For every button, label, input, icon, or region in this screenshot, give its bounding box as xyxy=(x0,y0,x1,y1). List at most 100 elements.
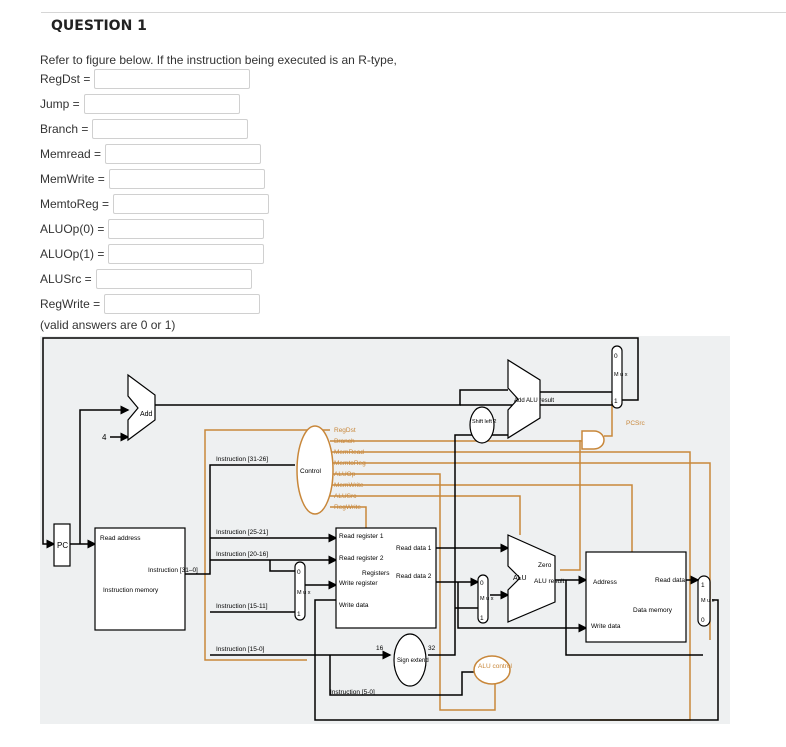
field-regwrite: RegWrite = xyxy=(40,293,261,315)
aluop0-input[interactable] xyxy=(108,219,265,239)
instr-field-label: Instruction [31-26] xyxy=(216,456,268,463)
pc-adder xyxy=(127,373,156,442)
alusrc-input[interactable] xyxy=(95,269,252,289)
mux-letters: M u x xyxy=(480,596,494,602)
field-label: ALUOp(1) = xyxy=(40,247,105,261)
shift-left-2-label: Shift left 2 xyxy=(472,419,496,425)
mux-input-0: 0 xyxy=(480,580,484,587)
dm-name: Data memory xyxy=(633,607,673,614)
alu-zero: Zero xyxy=(538,562,552,569)
field-aluop1: ALUOp(1) = xyxy=(40,243,265,265)
field-memread: Memread = xyxy=(40,143,262,165)
reg-read-register-2: Read register 2 xyxy=(339,555,384,562)
data-wires xyxy=(42,337,719,721)
signal-label: Branch xyxy=(334,438,355,445)
reg-read-data-2: Read data 2 xyxy=(396,573,432,580)
data-memory xyxy=(585,551,687,643)
main-alu xyxy=(507,534,556,623)
field-memtoreg: MemtoReg = xyxy=(40,193,270,215)
pcsrc-label: PCSrc xyxy=(626,420,646,427)
memtoreg-input[interactable] xyxy=(113,194,270,214)
field-label: RegWrite = xyxy=(40,297,101,311)
instr-field-label: Instruction [15-11] xyxy=(216,603,268,610)
mux-letters: M u x xyxy=(701,598,715,604)
im-instruction: Instruction [31–0] xyxy=(148,567,198,574)
pc-register xyxy=(53,523,71,567)
alu-result: ALU result xyxy=(534,578,565,585)
alu-control-label: ALU control xyxy=(478,663,513,670)
im-name: Instruction memory xyxy=(103,587,159,594)
signal-label: MemtoReg xyxy=(334,460,366,467)
field-label: MemtoReg = xyxy=(40,197,110,211)
regdst-mux xyxy=(294,561,306,621)
pcsrc-mux xyxy=(611,345,623,409)
signal-label: MemRead xyxy=(334,449,364,456)
instr-field-label: Instruction [5-0] xyxy=(330,689,375,696)
mux-input-1: 1 xyxy=(297,611,301,618)
alusrc-mux xyxy=(477,574,489,624)
answer-note: (valid answers are 0 or 1) xyxy=(40,318,176,332)
reg-read-data-1: Read data 1 xyxy=(396,545,432,552)
field-regdst: RegDst = xyxy=(40,68,251,90)
top-divider xyxy=(41,12,786,13)
signal-label: ALUOp xyxy=(334,471,356,478)
im-read-address: Read address xyxy=(100,535,141,542)
field-aluop0: ALUOp(0) = xyxy=(40,218,265,240)
memtoreg-mux xyxy=(697,575,711,627)
regdst-input[interactable] xyxy=(94,69,251,89)
signal-label: ALUSrc xyxy=(334,493,357,500)
mux-input-1: 1 xyxy=(480,615,484,622)
aluop1-input[interactable] xyxy=(108,244,265,264)
mux-letters: M u x xyxy=(297,590,311,596)
control-unit xyxy=(296,425,334,515)
alu-label: ALU xyxy=(513,575,527,582)
mux-input-0: 0 xyxy=(297,569,301,576)
mux-letters: M u x xyxy=(614,372,628,378)
field-label: RegDst = xyxy=(40,72,91,86)
branch-input[interactable] xyxy=(92,119,249,139)
dm-read-data: Read data xyxy=(655,577,685,584)
regwrite-input[interactable] xyxy=(104,294,261,314)
mux-input-0: 0 xyxy=(614,353,618,360)
instr-field-label: Instruction [25-21] xyxy=(216,529,268,536)
question-prompt: Refer to figure below. If the instructio… xyxy=(40,53,397,67)
field-label: Branch = xyxy=(40,122,89,136)
pc-adder-label: Add xyxy=(140,411,153,418)
reg-read-register-1: Read register 1 xyxy=(339,533,384,540)
reg-write-register: Write register xyxy=(339,580,378,587)
bits-32: 32 xyxy=(428,645,436,652)
signal-label: RegDst xyxy=(334,427,356,434)
sign-extend xyxy=(393,633,427,687)
instr-field-label: Instruction [15-0] xyxy=(216,646,265,653)
constant-four: 4 xyxy=(102,433,107,442)
branch-and-gate xyxy=(581,430,605,450)
field-branch: Branch = xyxy=(40,118,249,140)
bits-16: 16 xyxy=(376,645,384,652)
field-label: Memread = xyxy=(40,147,102,161)
jump-input[interactable] xyxy=(83,94,240,114)
control-label: Control xyxy=(300,468,322,475)
register-file xyxy=(335,527,437,629)
question-title: QUESTION 1 xyxy=(51,18,147,34)
sign-extend-label: Sign extend xyxy=(397,658,429,664)
instruction-memory xyxy=(94,527,186,631)
memread-input[interactable] xyxy=(105,144,262,164)
mux-input-0: 0 xyxy=(701,617,705,624)
field-jump: Jump = xyxy=(40,93,240,115)
signal-label: RegWrite xyxy=(334,504,361,511)
field-memwrite: MemWrite = xyxy=(40,168,265,190)
mux-input-1: 1 xyxy=(701,582,705,589)
alu-control xyxy=(473,655,511,685)
dm-write-data: Write data xyxy=(591,623,621,630)
field-label: MemWrite = xyxy=(40,172,105,186)
instr-field-label: Instruction [20-16] xyxy=(216,551,268,558)
dm-address: Address xyxy=(593,579,618,586)
field-label: ALUOp(0) = xyxy=(40,222,105,236)
field-label: Jump = xyxy=(40,97,80,111)
pc-label: PC xyxy=(57,541,68,550)
shift-left-2 xyxy=(469,406,495,444)
memwrite-input[interactable] xyxy=(108,169,265,189)
signal-label: MemWrite xyxy=(334,482,364,489)
reg-write-data: Write data xyxy=(339,602,369,609)
